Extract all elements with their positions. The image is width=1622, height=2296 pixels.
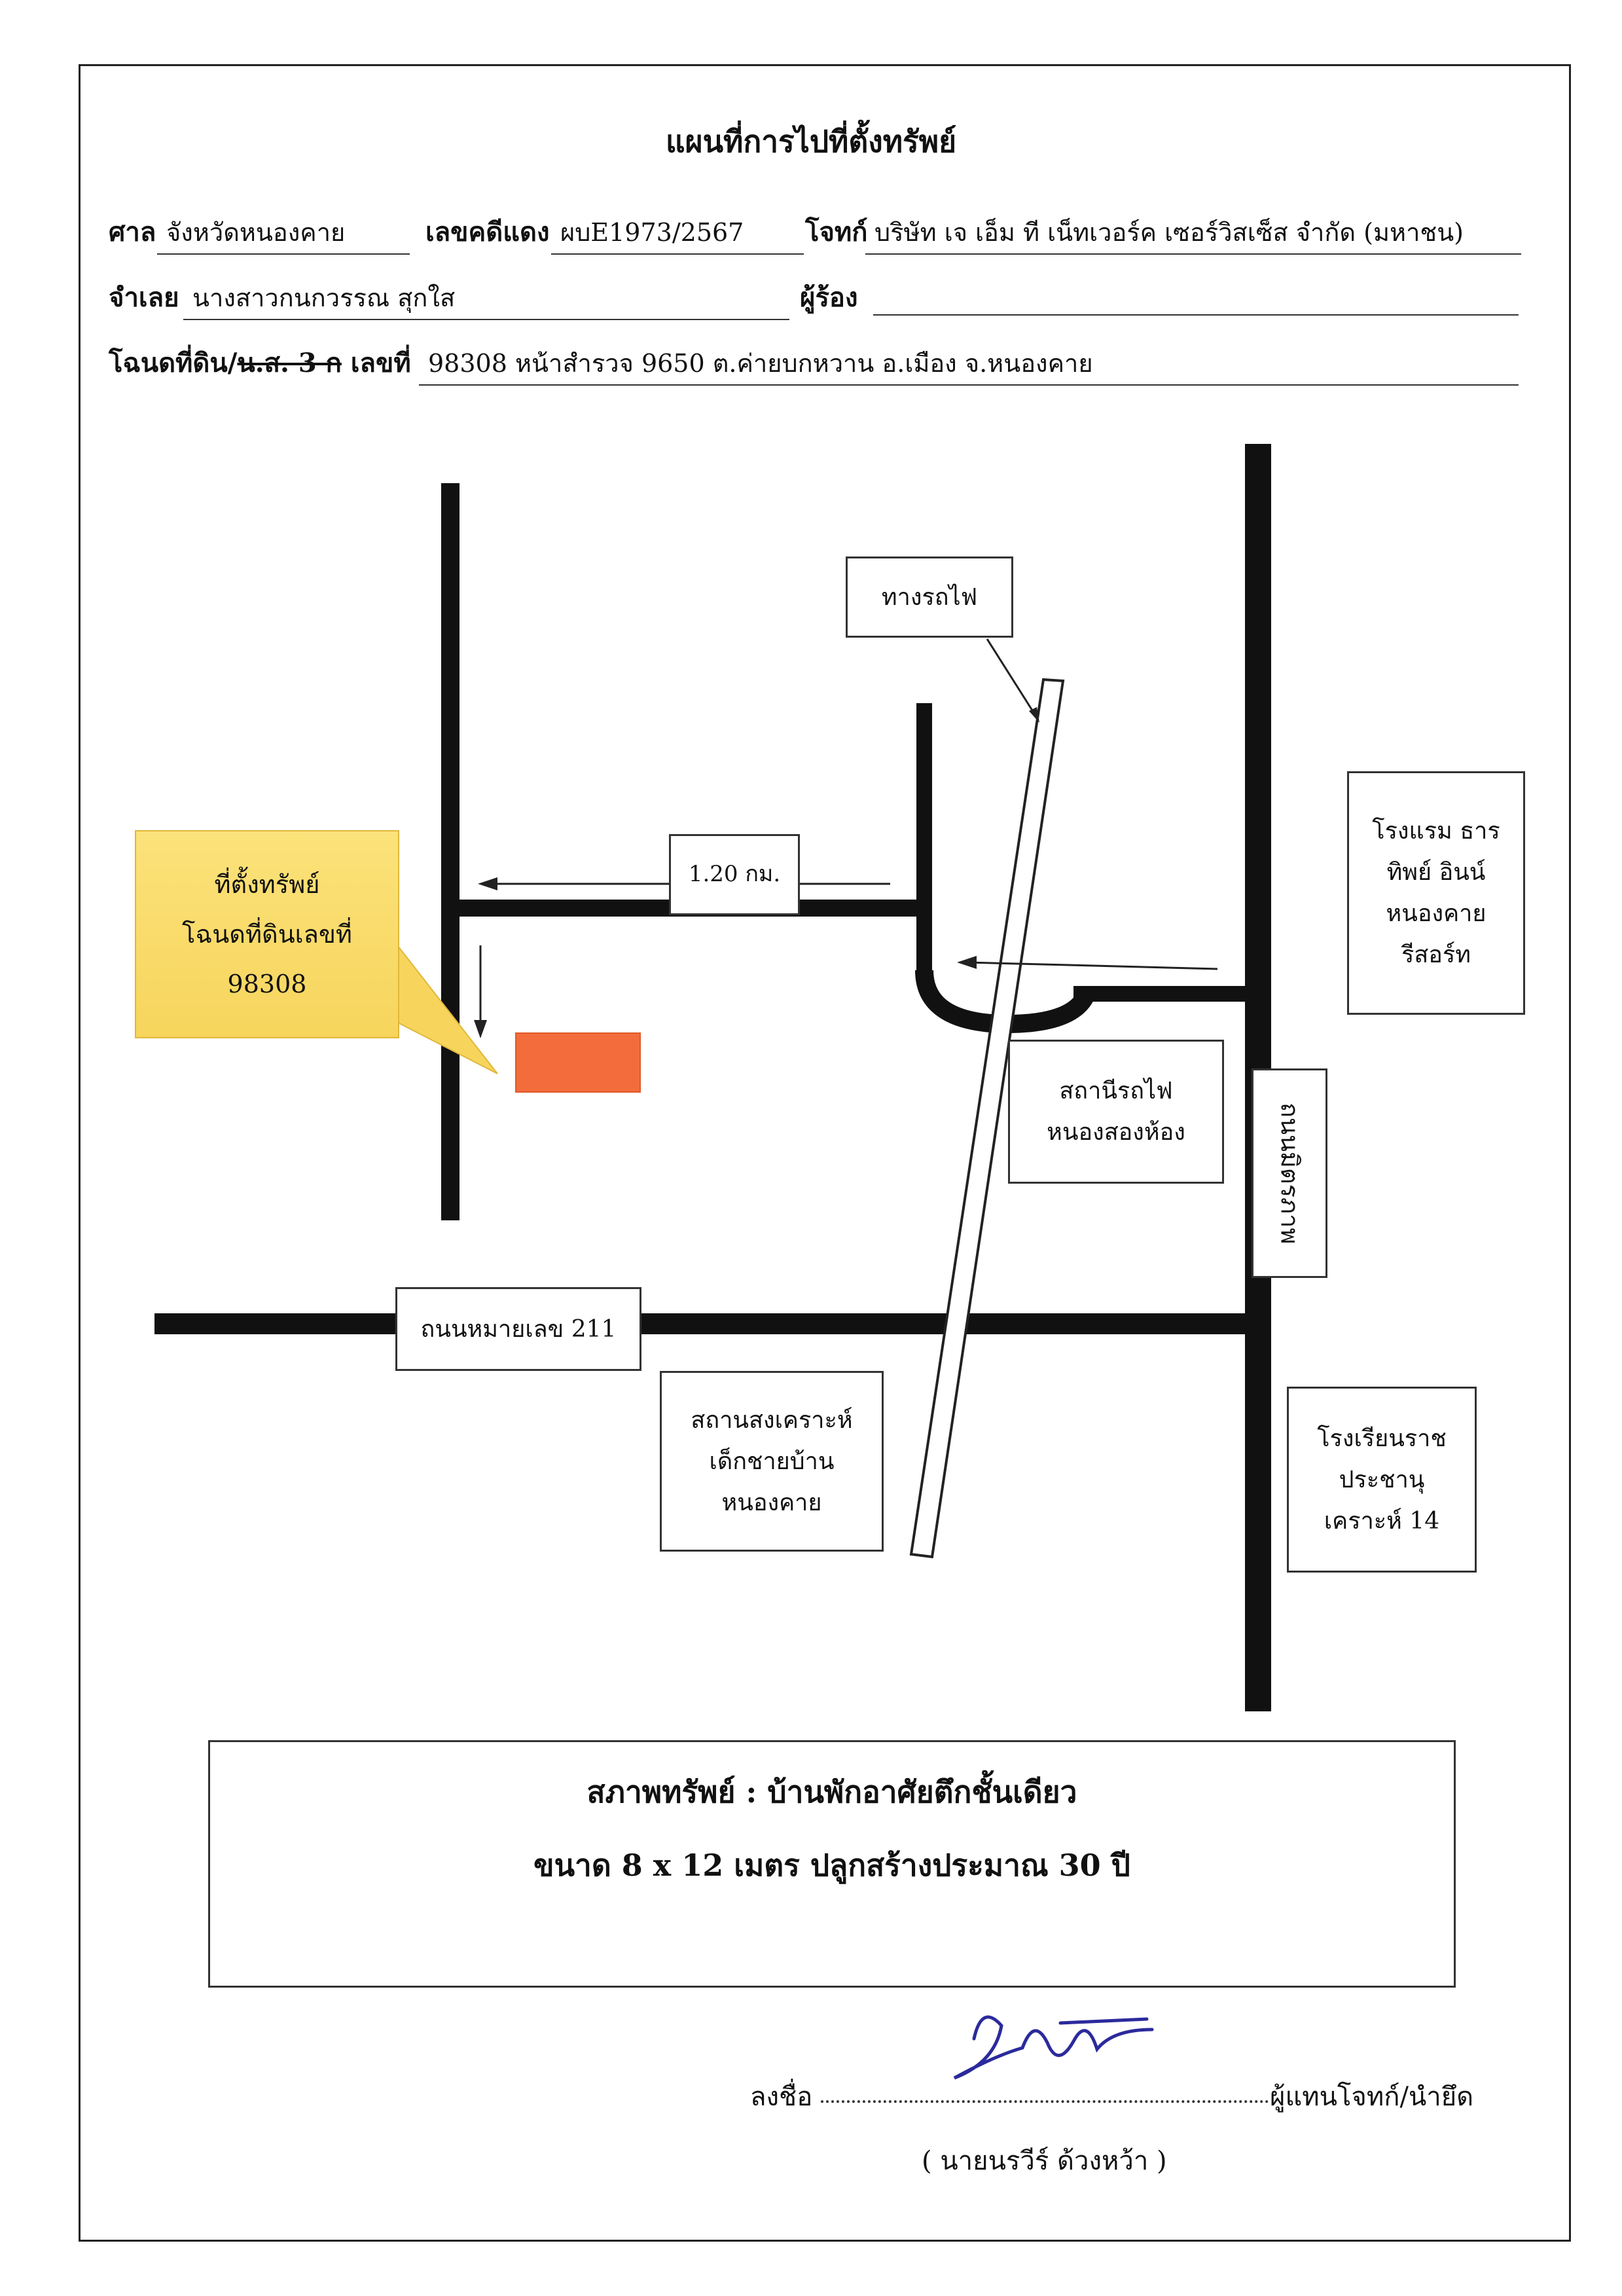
court-label: ศาล [109, 217, 156, 247]
railway-label-box: ทางรถไฟ [846, 556, 1013, 638]
property-marker [515, 1032, 641, 1093]
case-number-field: ผบE1973/2567 [551, 212, 804, 255]
mitraphap-label-box: ถนนมิตรภาพ [1252, 1068, 1327, 1278]
deed-field: 98308 หน้าสำรวจ 9650 ต.ค่ายบกหวาน อ.เมือ… [419, 343, 1519, 386]
school-line-3: เคราะห์ 14 [1324, 1507, 1440, 1535]
property-condition-box: สภาพทรัพย์ : บ้านพักอาศัยตึกชั้นเดียว ขน… [208, 1740, 1456, 1988]
condition-label: สภาพทรัพย์ : [586, 1774, 757, 1810]
railway-track [909, 678, 1065, 1559]
highway-label-box: ถนนหมายเลข 211 [395, 1287, 641, 1371]
station-label-box: สถานีรถไฟ หนองสองห้อง [1008, 1040, 1224, 1184]
welfare-line-3: หนองคาย [721, 1489, 822, 1516]
condition-line-1: สภาพทรัพย์ : บ้านพักอาศัยตึกชั้นเดียว [210, 1768, 1454, 1816]
school-label-box: โรงเรียนราช ประชานุ เคราะห์ 14 [1287, 1387, 1477, 1573]
signatory-name: ( นายนรวีร์ ด้วงหว้า ) [922, 2146, 1167, 2176]
callout-line-3: 98308 [227, 970, 307, 998]
station-vertical-road [916, 703, 932, 978]
petitioner-label: ผู้ร้อง [800, 282, 858, 313]
welfare-line-1: สถานสงเคราะห์ [691, 1406, 853, 1434]
railway-pointer-head [1029, 707, 1039, 723]
railway-pointer [986, 638, 1038, 718]
hotel-line-4: รีสอร์ท [1401, 941, 1471, 968]
station-line-2: หนองสองห้อง [1047, 1119, 1185, 1146]
distance-label-box: 1.20 กม. [669, 834, 800, 915]
entry-arrow-head [957, 956, 977, 969]
welfare-label-box: สถานสงเคราะห์ เด็กชายบ้าน หนองคาย [660, 1371, 884, 1552]
page-border [79, 64, 1571, 2242]
hotel-line-2: ทิพย์ อินน์ [1386, 859, 1486, 886]
station-access-road [1073, 986, 1250, 1002]
callout-pointer [395, 941, 498, 1074]
case-label: เลขคดีแดง [425, 217, 550, 247]
school-line-1: โรงเรียนราช [1317, 1425, 1447, 1452]
condition-line-2: ขนาด 8 x 12 เมตร ปลูกสร้างประมาณ 30 ปี [533, 1848, 1130, 1883]
petitioner-field [873, 278, 1519, 316]
defendant-label: จำเลย [109, 282, 179, 313]
highway-211-road [154, 1313, 1258, 1334]
station-line-1: สถานีรถไฟ [1059, 1078, 1173, 1104]
distance-arrow-head [478, 877, 497, 890]
signature-mark [953, 2015, 1154, 2080]
document-title: แผนที่การไปที่ตั้งทรัพย์ [665, 124, 957, 159]
highway-label: ถนนหมายเลข 211 [420, 1315, 617, 1343]
signature-label: ลงชื่อ [750, 2082, 813, 2112]
callout-line-1: ที่ตั้งทรัพย์ [214, 870, 320, 899]
school-line-2: ประชานุ [1339, 1466, 1425, 1493]
condition-value: บ้านพักอาศัยตึกชั้นเดียว [767, 1774, 1077, 1810]
defendant-field: นางสาวกนกวรรณ สุกใส [183, 278, 789, 320]
signature-line [821, 2100, 1269, 2103]
plaintiff-field: บริษัท เจ เอ็ม ที เน็ทเวอร์ค เซอร์วิสเซ็… [865, 212, 1521, 255]
down-arrow-head [474, 1020, 487, 1038]
distance-label: 1.20 กม. [688, 861, 781, 888]
plaintiff-label: โจทก์ [805, 217, 868, 247]
signature-role: ผู้แทนโจทก์/นำยึด [1270, 2082, 1474, 2112]
hotel-line-1: โรงแรม ธาร [1372, 818, 1500, 845]
mitraphap-label: ถนนมิตรภาพ [1275, 1102, 1305, 1245]
court-field: จังหวัดหนองคาย [157, 212, 410, 255]
left-vertical-road [441, 483, 460, 1220]
railway-label: ทางรถไฟ [881, 583, 978, 611]
welfare-line-2: เด็กชายบ้าน [709, 1448, 835, 1475]
deed-label: โฉนดที่ดิน/น.ส. 3 ก เลขที่ [109, 348, 411, 378]
entry-arrow-line [967, 961, 1218, 970]
hotel-label-box: โรงแรม ธาร ทิพย์ อินน์ หนองคาย รีสอร์ท [1347, 771, 1525, 1015]
property-callout: ที่ตั้งทรัพย์ โฉนดที่ดินเลขที่ 98308 [135, 830, 399, 1038]
callout-line-2: โฉนดที่ดินเลขที่ [182, 920, 352, 949]
hotel-line-3: หนองคาย [1386, 900, 1487, 927]
